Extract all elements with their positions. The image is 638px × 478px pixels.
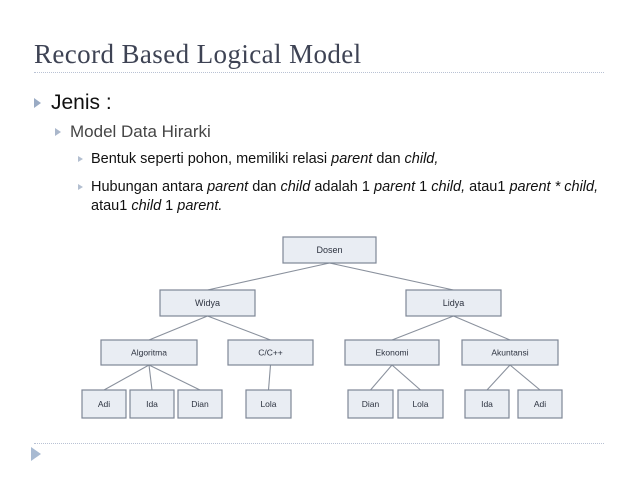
bullet-level1-label: Jenis : <box>51 91 112 114</box>
tree-node-box <box>129 389 175 419</box>
tree-node-label: Lola <box>412 399 428 409</box>
triangle-bullet-icon <box>78 156 83 162</box>
tree-edge-algoritma-ida1 <box>148 364 153 391</box>
tree-node-label: Lola <box>260 399 276 409</box>
tree-edge-ekonomi-lola2 <box>391 364 421 391</box>
tree-node-adi1[interactable]: Adi <box>81 389 127 419</box>
triangle-bullet-icon <box>78 184 83 190</box>
bullet-level3-item-2: Hubungan antara parent dan child adalah … <box>78 178 603 216</box>
tree-node-label: Algoritma <box>131 347 167 357</box>
page-title: Record Based Logical Model <box>34 39 362 69</box>
tree-node-box <box>81 389 127 419</box>
tree-edge-algoritma-dian1 <box>148 364 201 391</box>
tree-node-label: Dosen <box>316 245 342 255</box>
tree-node-box <box>405 289 502 317</box>
tree-node-box <box>464 389 510 419</box>
tree-node-lola2[interactable]: Lola <box>397 389 444 419</box>
tree-edge-ekonomi-dian2 <box>370 364 393 391</box>
tree-node-label: Adi <box>534 399 546 409</box>
tree-node-box <box>517 389 563 419</box>
bullet-level2-label: Model Data Hirarki <box>70 122 211 141</box>
tree-edge-widya-algoritma <box>148 315 208 341</box>
tree-node-lola1[interactable]: Lola <box>245 389 292 419</box>
tree-node-box <box>397 389 444 419</box>
tree-edge-akuntansi-ida2 <box>486 364 511 391</box>
tree-node-ekonomi[interactable]: Ekonomi <box>344 339 440 366</box>
bullet-level3-item-1-label: Bentuk seperti pohon, memiliki relasi pa… <box>91 151 439 167</box>
triangle-bullet-icon <box>55 128 61 136</box>
tree-edge-akuntansi-adi2 <box>509 364 541 391</box>
tree-edge-lidya-ekonomi <box>391 315 454 341</box>
bullet-level3-item-1: Bentuk seperti pohon, memiliki relasi pa… <box>78 150 603 169</box>
tree-node-dosen[interactable]: Dosen <box>282 236 377 264</box>
tree-node-adi2[interactable]: Adi <box>517 389 563 419</box>
tree-node-dian1[interactable]: Dian <box>177 389 223 419</box>
tree-edge-lidya-akuntansi <box>453 315 511 341</box>
triangle-bullet-icon <box>34 98 41 108</box>
tree-node-algoritma[interactable]: Algoritma <box>100 339 198 366</box>
tree-node-dian2[interactable]: Dian <box>347 389 394 419</box>
tree-edge-widya-ccpp <box>207 315 271 341</box>
tree-node-box <box>227 339 314 366</box>
tree-node-label: Ida <box>481 399 493 409</box>
tree-node-label: C/C++ <box>258 347 283 357</box>
tree-node-box <box>177 389 223 419</box>
tree-edge-algoritma-adi1 <box>103 364 150 391</box>
tree-node-widya[interactable]: Widya <box>159 289 256 317</box>
tree-node-label: Lidya <box>443 298 465 308</box>
footer-divider <box>34 443 604 444</box>
tree-node-label: Widya <box>195 298 220 308</box>
tree-node-ida1[interactable]: Ida <box>129 389 175 419</box>
tree-node-akuntansi[interactable]: Akuntansi <box>461 339 559 366</box>
tree-node-box <box>245 389 292 419</box>
tree-node-label: Ekonomi <box>375 347 408 357</box>
tree-edge-layer <box>103 262 541 391</box>
tree-node-box <box>461 339 559 366</box>
tree-edge-ccpp-lola1 <box>267 364 272 391</box>
bullet-level1: Jenis : <box>34 90 594 115</box>
title-divider <box>34 72 604 73</box>
bullet-level2: Model Data Hirarki <box>55 121 595 142</box>
tree-edge-dosen-widya <box>207 262 330 291</box>
tree-edge-dosen-lidya <box>329 262 454 291</box>
tree-node-box <box>344 339 440 366</box>
tree-node-lidya[interactable]: Lidya <box>405 289 502 317</box>
tree-node-label: Dian <box>191 399 209 409</box>
tree-node-box <box>282 236 377 264</box>
tree-node-box <box>100 339 198 366</box>
tree-node-label: Adi <box>98 399 110 409</box>
tree-node-ida2[interactable]: Ida <box>464 389 510 419</box>
tree-node-label: Akuntansi <box>491 347 528 357</box>
triangle-navigation-icon[interactable] <box>31 447 41 461</box>
tree-node-ccpp[interactable]: C/C++ <box>227 339 314 366</box>
tree-node-box <box>159 289 256 317</box>
tree-node-box <box>347 389 394 419</box>
bullet-level3-item-2-label: Hubungan antara parent dan child adalah … <box>91 179 599 214</box>
tree-node-label: Dian <box>362 399 380 409</box>
tree-node-label: Ida <box>146 399 158 409</box>
